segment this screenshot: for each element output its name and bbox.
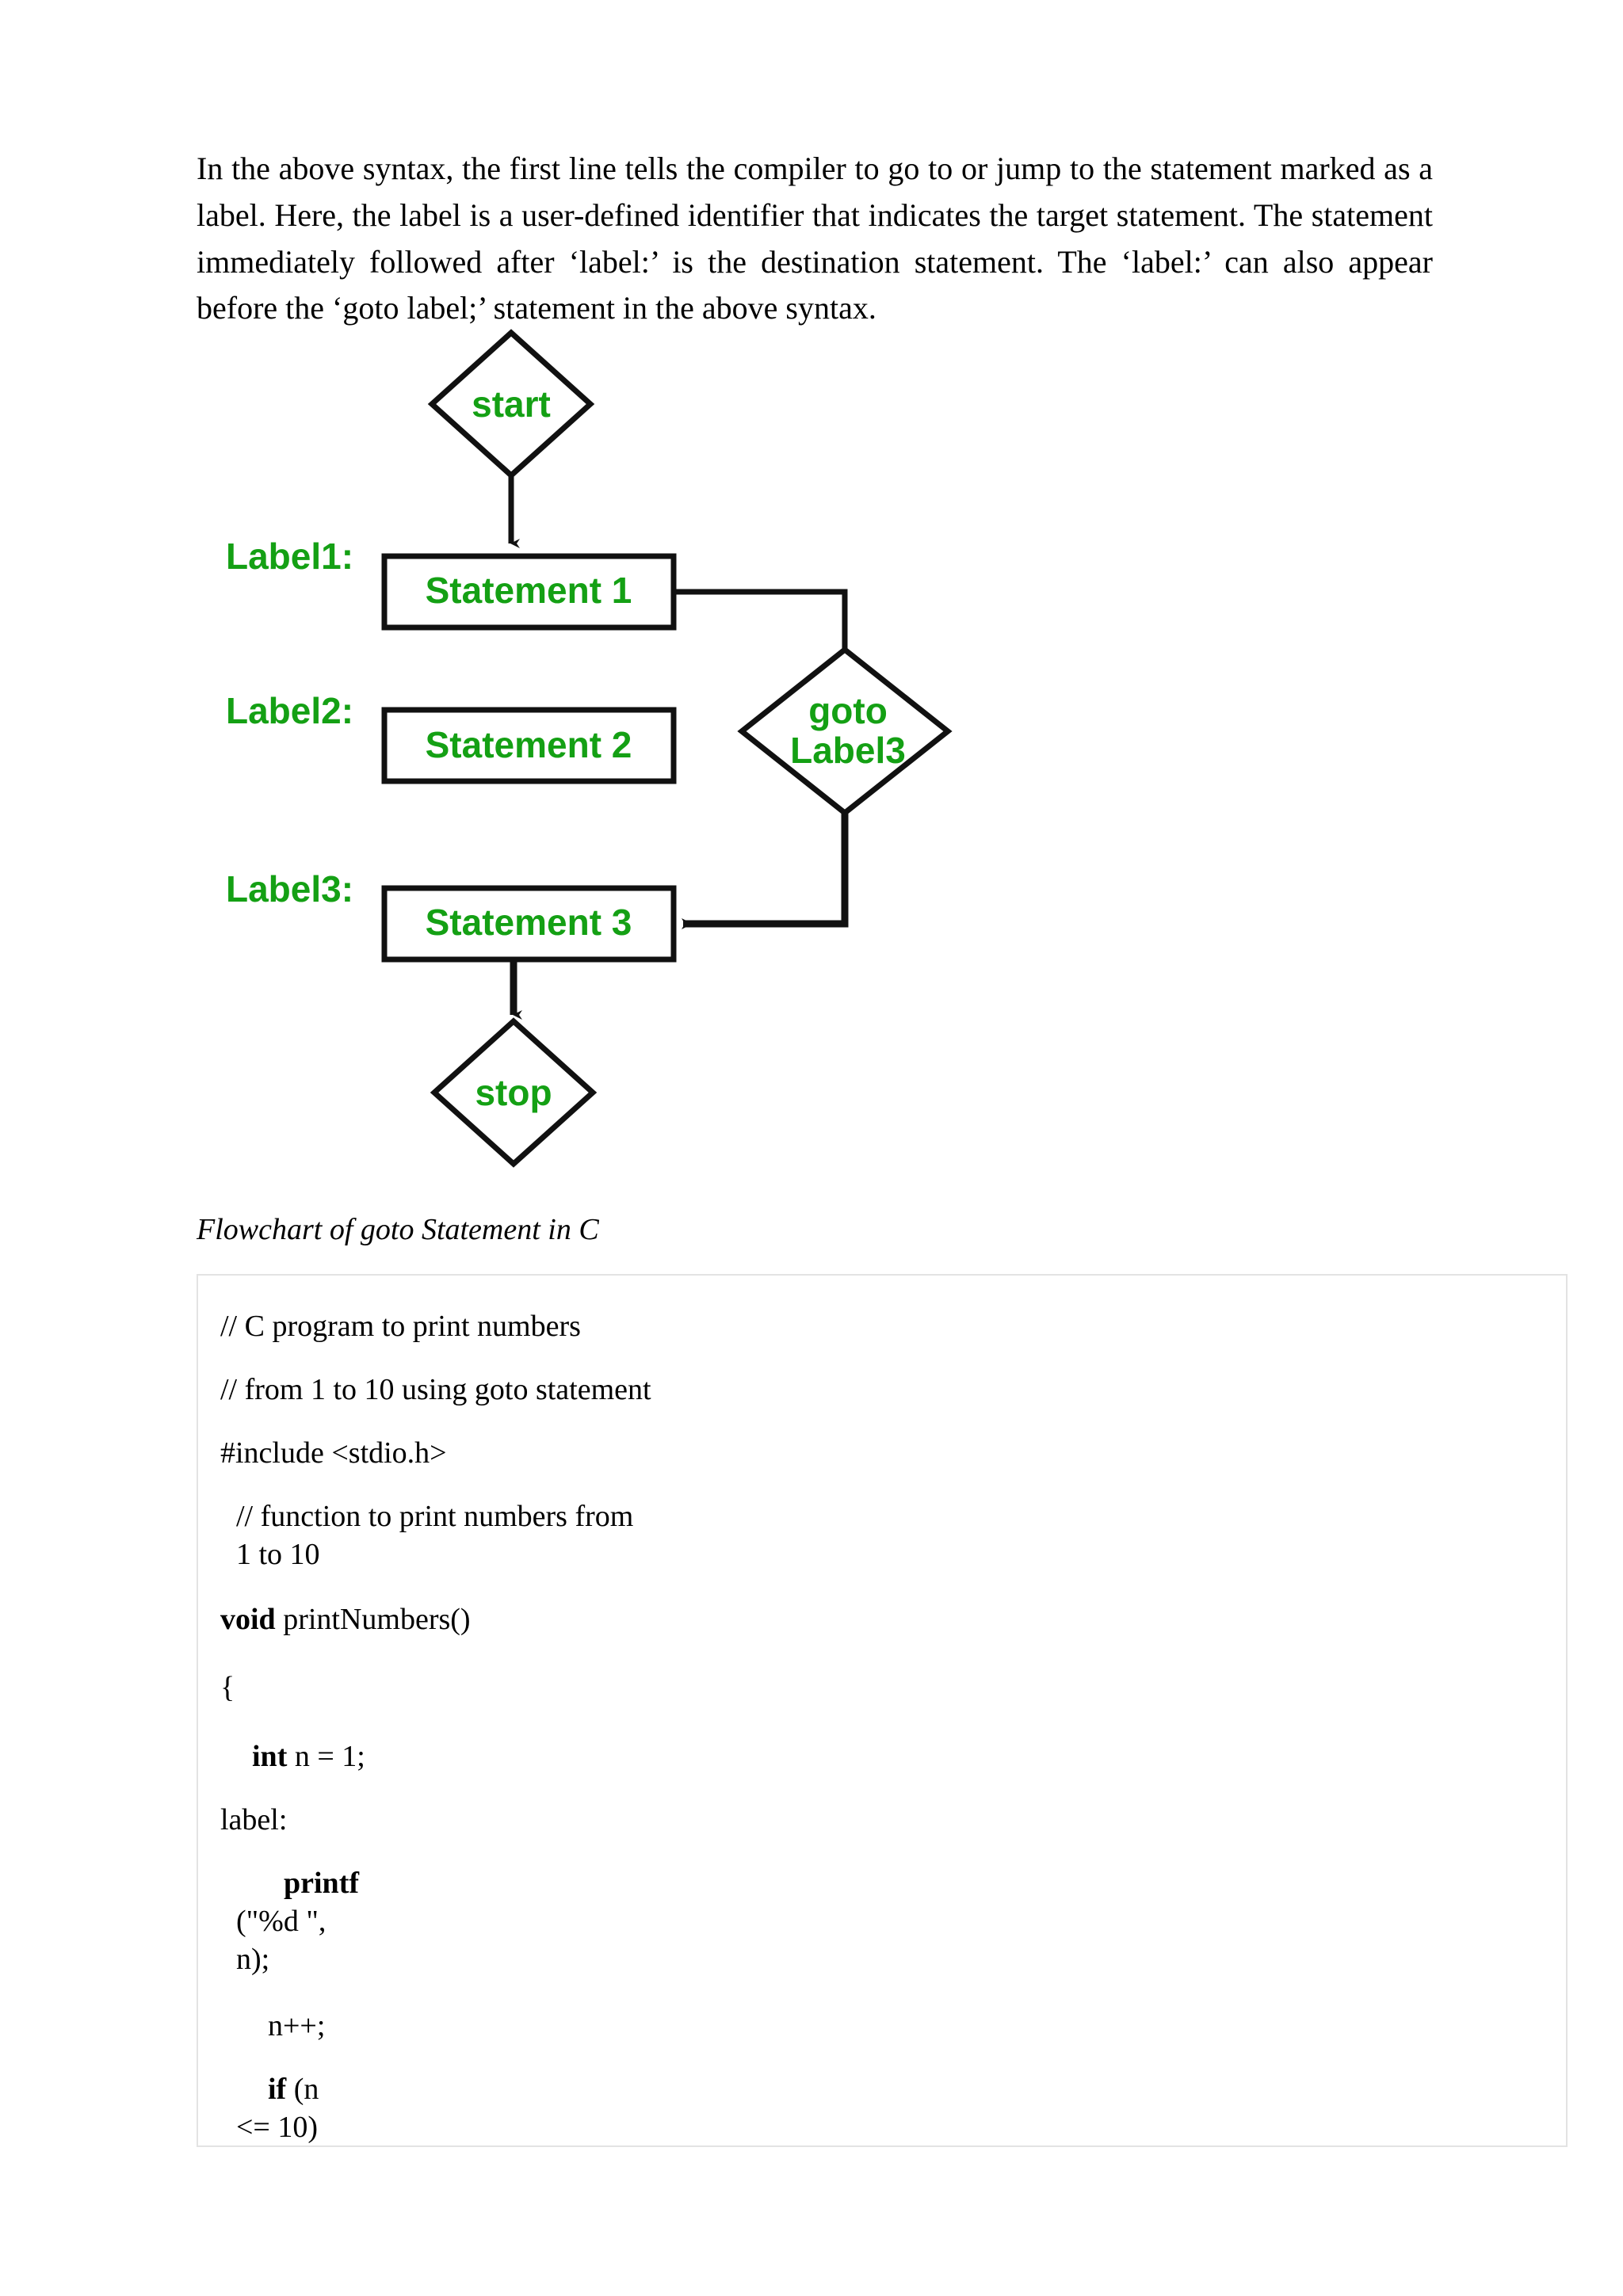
code-line-4: // function to print numbers from <box>236 1499 633 1535</box>
code-line-9: label: <box>220 1802 287 1838</box>
code-line-1-text: // C program to print numbers <box>220 1310 581 1343</box>
code-line-14: if (n <box>268 2072 319 2107</box>
code-line-15: <= 10) <box>236 2110 318 2145</box>
flowchart-box-statement2 <box>381 707 677 784</box>
flowchart-node-stop-label: stop <box>475 1072 552 1113</box>
code-line-3-text: #include <stdio.h> <box>220 1436 447 1470</box>
code-line-9-text: label: <box>220 1803 288 1836</box>
code-line-10-keyword: printf <box>284 1867 359 1900</box>
flowchart-box-statement3-label: Statement 3 <box>426 902 632 943</box>
flowchart-node-goto-label-line1: goto <box>808 690 888 731</box>
code-line-8: int n = 1; <box>252 1739 365 1775</box>
flowchart-row-label1: Label1: Statement 1 <box>226 536 677 631</box>
code-line-11-text: ("%d ", <box>236 1905 327 1938</box>
code-line-7: { <box>220 1670 235 1706</box>
flowchart-label2: Label2: <box>226 690 353 731</box>
code-line-11: ("%d ", <box>236 1904 326 1939</box>
code-line-6-text: printNumbers() <box>275 1603 471 1636</box>
code-line-6: void printNumbers() <box>220 1602 471 1638</box>
connector-statement1-to-goto <box>674 589 848 650</box>
code-line-13: n++; <box>268 2008 325 2044</box>
flowchart-node-goto: goto Label3 <box>737 646 953 817</box>
code-line-6-keyword: void <box>220 1603 276 1636</box>
flowchart-row-label2: Label2: Statement 2 <box>226 690 677 784</box>
flowchart-node-start-label: start <box>472 383 551 425</box>
goto-flowchart-figure: start Label1: Statement 1 goto Label3 La… <box>197 314 989 1169</box>
code-line-8-text: n = 1; <box>287 1740 365 1773</box>
code-line-8-keyword: int <box>252 1740 288 1773</box>
code-line-2-text: // from 1 to 10 using goto statement <box>220 1373 651 1406</box>
connector-goto-to-statement3 <box>682 813 849 929</box>
flowchart-label1: Label1: <box>226 536 353 577</box>
flowchart-box-statement3 <box>381 885 677 963</box>
flowchart-node-start: start <box>427 329 595 479</box>
flowchart-node-stop: stop <box>430 1017 598 1168</box>
code-line-4-text: // function to print numbers from <box>236 1500 634 1533</box>
code-line-1: // C program to print numbers <box>220 1309 581 1344</box>
flowchart-box-statement1-label: Statement 1 <box>426 570 632 611</box>
code-line-5-text: 1 to 10 <box>236 1538 320 1571</box>
code-line-3: #include <stdio.h> <box>220 1436 447 1471</box>
flowchart-box-statement1 <box>381 553 677 631</box>
flowchart-box-statement2-label: Statement 2 <box>426 724 632 765</box>
code-line-14-keyword: if <box>268 2073 287 2106</box>
flowchart-row-label3: Label3: Statement 3 <box>226 868 677 963</box>
flowchart-label3: Label3: <box>226 868 353 910</box>
code-line-10: printf <box>284 1866 359 1901</box>
code-block: // C program to print numbers // from 1 … <box>197 1274 1568 2147</box>
figure-caption: Flowchart of goto Statement in C <box>197 1213 599 1246</box>
code-line-13-text: n++; <box>268 2009 326 2042</box>
intro-paragraph: In the above syntax, the first line tell… <box>197 151 1433 326</box>
code-line-2: // from 1 to 10 using goto statement <box>220 1372 651 1408</box>
code-line-5: 1 to 10 <box>236 1537 320 1573</box>
code-line-12: n); <box>236 1942 269 1978</box>
flowchart-node-goto-label-line2: Label3 <box>790 730 906 771</box>
code-line-12-text: n); <box>236 1943 270 1976</box>
code-line-14-text: (n <box>286 2073 319 2106</box>
code-line-7-text: { <box>220 1671 235 1704</box>
code-line-15-text: <= 10) <box>236 2111 319 2144</box>
